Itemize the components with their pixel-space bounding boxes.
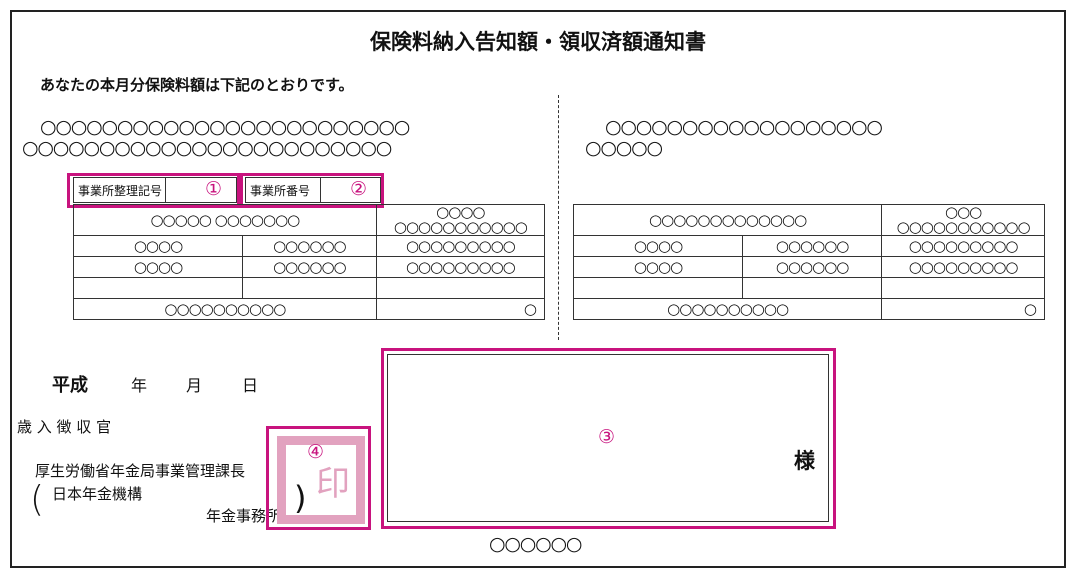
cell: ○○○○○○○○○○○○○ [572, 204, 883, 236]
paren-close: ) [294, 479, 307, 517]
right-table: ○○○○○○○○○○○○○○○○ ○○○○○○○○○○○ ○○○○○○○○○○○… [572, 204, 1045, 320]
date-day: 日 [242, 376, 259, 395]
right-address-line-2: ○○○○○ [585, 137, 663, 159]
left-address-line-2: ○○○○○○○○○○○○○○○○○○○○○○○○ [22, 137, 392, 159]
left-address-line-1: ○○○○○○○○○○○○○○○○○○○○○○○○ [40, 116, 410, 138]
cell: ○○○○ [73, 256, 243, 278]
cell: ○○○○○○ [741, 235, 883, 257]
cell: ○○○○○○○○○○ [73, 298, 377, 320]
issuer-line-2: 日本年金機構 [52, 485, 143, 503]
cell: ○ [375, 298, 546, 320]
cell: ○○○○○ ○○○○○○○ [73, 204, 377, 236]
issuer-line-1: 厚生労働省年金局事業管理課長 [35, 462, 246, 480]
cut-line [558, 95, 559, 340]
marker-4: ④ [307, 441, 325, 463]
official-title: 歳 入 徴 収 官 [17, 418, 112, 436]
marker-3: ③ [598, 426, 616, 448]
seal-text: 印 [316, 464, 350, 504]
addressee-suffix: 様 [794, 449, 815, 473]
cell: ○○○○○○○○○ [375, 235, 546, 257]
office-no-box: 事業所番号 [245, 177, 381, 203]
cell: ○○○○○○○○○ [881, 256, 1045, 278]
cell: ○○○○○○○○○ [375, 256, 546, 278]
marker-2: ② [350, 178, 368, 200]
document-frame [10, 10, 1066, 568]
cell: ○○○○○○ [741, 256, 883, 278]
cell: ○○○○ [73, 235, 243, 257]
cell: ○○○○○○ [242, 256, 377, 278]
left-table: ○○○○○ ○○○○○○○○○○○ ○○○○○○○○○○○ ○○○○○○○○○○… [73, 204, 546, 320]
cell: ○ [881, 298, 1045, 320]
office-ref-label: 事業所整理記号 [74, 178, 166, 202]
date-month: 月 [186, 376, 203, 395]
document-title: 保険料納入告知額・領収済額通知書 [370, 30, 706, 54]
cell: ○○○○○○○○○○ [572, 298, 883, 320]
cell: ○○○○○○ [242, 235, 377, 257]
cell: ○○○ ○○○○○○○○○○○ [881, 204, 1045, 236]
highlight-3 [381, 348, 836, 529]
addressee-box [387, 354, 829, 522]
highlight-4 [266, 426, 371, 530]
date-year: 年 [131, 376, 148, 395]
office-ref-box: 事業所整理記号 [73, 177, 237, 203]
seal-mark [277, 436, 365, 524]
marker-1: ① [205, 178, 223, 200]
cell: ○○○○ [573, 235, 743, 257]
footer-code: ○○○○○○ [489, 533, 582, 555]
right-address-line-1: ○○○○○○○○○○○○○○○○○○ [605, 116, 883, 138]
subtitle: あなたの本月分保険料額は下記のとおりです。 [40, 76, 354, 94]
paren-open: ( [30, 479, 45, 520]
date-era: 平成 [52, 375, 88, 396]
cell: ○○○○ [573, 256, 743, 278]
cell: ○○○○○○○○○ [881, 235, 1045, 257]
issuer-line-3: 年金事務所 [206, 507, 282, 525]
cell: ○○○○ ○○○○○○○○○○○ [375, 204, 546, 236]
office-no-label: 事業所番号 [246, 178, 321, 202]
